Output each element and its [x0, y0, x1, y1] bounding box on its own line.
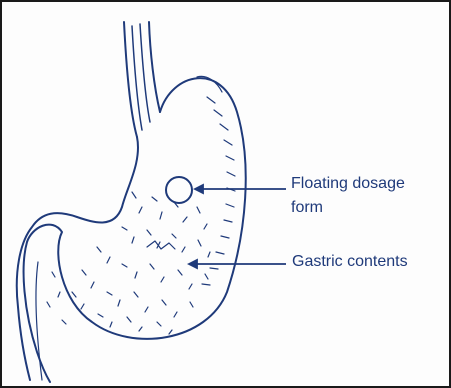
gastric-contents-label: Gastric contents: [292, 252, 408, 272]
floating-dosage-form: [166, 177, 192, 203]
floating-dosage-label-line2: form: [291, 198, 323, 218]
gastric-contents-marks: [47, 192, 210, 334]
floating-dosage-label: Floating dosage: [291, 174, 405, 194]
